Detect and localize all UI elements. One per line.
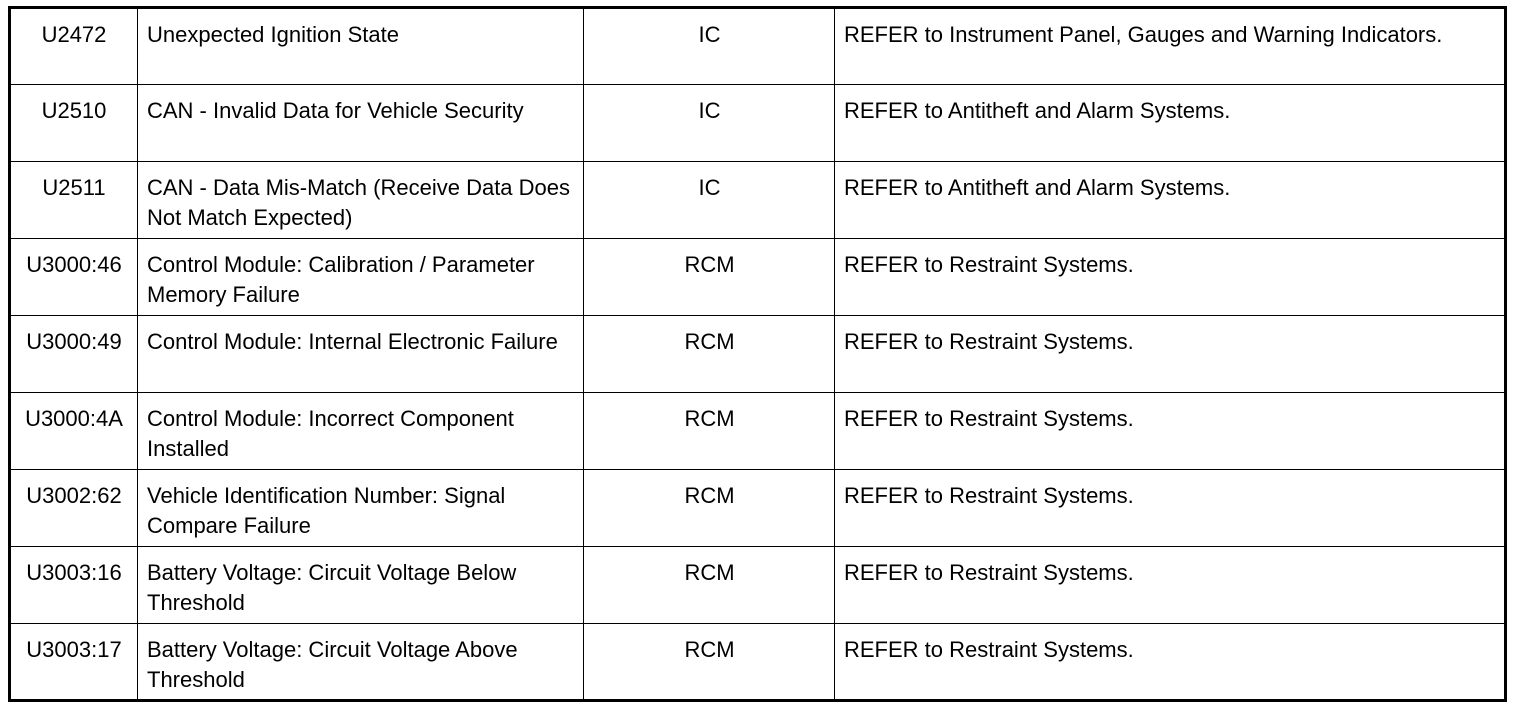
- table-row: U3000:4A Control Module: Incorrect Compo…: [9, 392, 1506, 470]
- module-cell: RCM: [583, 546, 835, 624]
- table-row: U3003:16 Battery Voltage: Circuit Voltag…: [9, 546, 1506, 624]
- dtc-description-cell: Battery Voltage: Circuit Voltage Below T…: [137, 546, 584, 624]
- dtc-description-cell: Vehicle Identification Number: Signal Co…: [137, 469, 584, 547]
- table-row: U3000:46 Control Module: Calibration / P…: [9, 238, 1506, 316]
- dtc-code-cell: U2472: [9, 7, 138, 85]
- dtc-code-cell: U3000:46: [9, 238, 138, 316]
- dtc-code-cell: U3000:49: [9, 315, 138, 393]
- action-cell: REFER to Instrument Panel, Gauges and Wa…: [834, 7, 1506, 85]
- dtc-description-cell: CAN - Invalid Data for Vehicle Security: [137, 84, 584, 162]
- module-cell: IC: [583, 161, 835, 239]
- table-row: U3003:17 Battery Voltage: Circuit Voltag…: [9, 623, 1506, 701]
- table-row: U3002:62 Vehicle Identification Number: …: [9, 469, 1506, 547]
- action-cell: REFER to Restraint Systems.: [834, 469, 1506, 547]
- module-cell: RCM: [583, 392, 835, 470]
- action-cell: REFER to Antitheft and Alarm Systems.: [834, 161, 1506, 239]
- table-row: U2472 Unexpected Ignition State IC REFER…: [9, 7, 1506, 85]
- dtc-description-cell: Unexpected Ignition State: [137, 7, 584, 85]
- module-cell: IC: [583, 84, 835, 162]
- dtc-description-cell: Control Module: Internal Electronic Fail…: [137, 315, 584, 393]
- dtc-code-cell: U2511: [9, 161, 138, 239]
- module-cell: RCM: [583, 469, 835, 547]
- module-cell: RCM: [583, 623, 835, 701]
- module-cell: RCM: [583, 315, 835, 393]
- action-cell: REFER to Restraint Systems.: [834, 238, 1506, 316]
- table-row: U2511 CAN - Data Mis-Match (Receive Data…: [9, 161, 1506, 239]
- dtc-code-cell: U3002:62: [9, 469, 138, 547]
- dtc-description-cell: Battery Voltage: Circuit Voltage Above T…: [137, 623, 584, 701]
- action-cell: REFER to Antitheft and Alarm Systems.: [834, 84, 1506, 162]
- dtc-table: U2472 Unexpected Ignition State IC REFER…: [8, 6, 1507, 702]
- dtc-description-cell: Control Module: Calibration / Parameter …: [137, 238, 584, 316]
- module-cell: IC: [583, 7, 835, 85]
- dtc-description-cell: Control Module: Incorrect Component Inst…: [137, 392, 584, 470]
- module-cell: RCM: [583, 238, 835, 316]
- dtc-description-cell: CAN - Data Mis-Match (Receive Data Does …: [137, 161, 584, 239]
- action-cell: REFER to Restraint Systems.: [834, 623, 1506, 701]
- action-cell: REFER to Restraint Systems.: [834, 392, 1506, 470]
- action-cell: REFER to Restraint Systems.: [834, 315, 1506, 393]
- dtc-table-body: U2472 Unexpected Ignition State IC REFER…: [9, 7, 1506, 701]
- dtc-code-cell: U3003:16: [9, 546, 138, 624]
- action-cell: REFER to Restraint Systems.: [834, 546, 1506, 624]
- dtc-code-cell: U3003:17: [9, 623, 138, 701]
- table-row: U3000:49 Control Module: Internal Electr…: [9, 315, 1506, 393]
- table-row: U2510 CAN - Invalid Data for Vehicle Sec…: [9, 84, 1506, 162]
- dtc-code-cell: U2510: [9, 84, 138, 162]
- dtc-code-cell: U3000:4A: [9, 392, 138, 470]
